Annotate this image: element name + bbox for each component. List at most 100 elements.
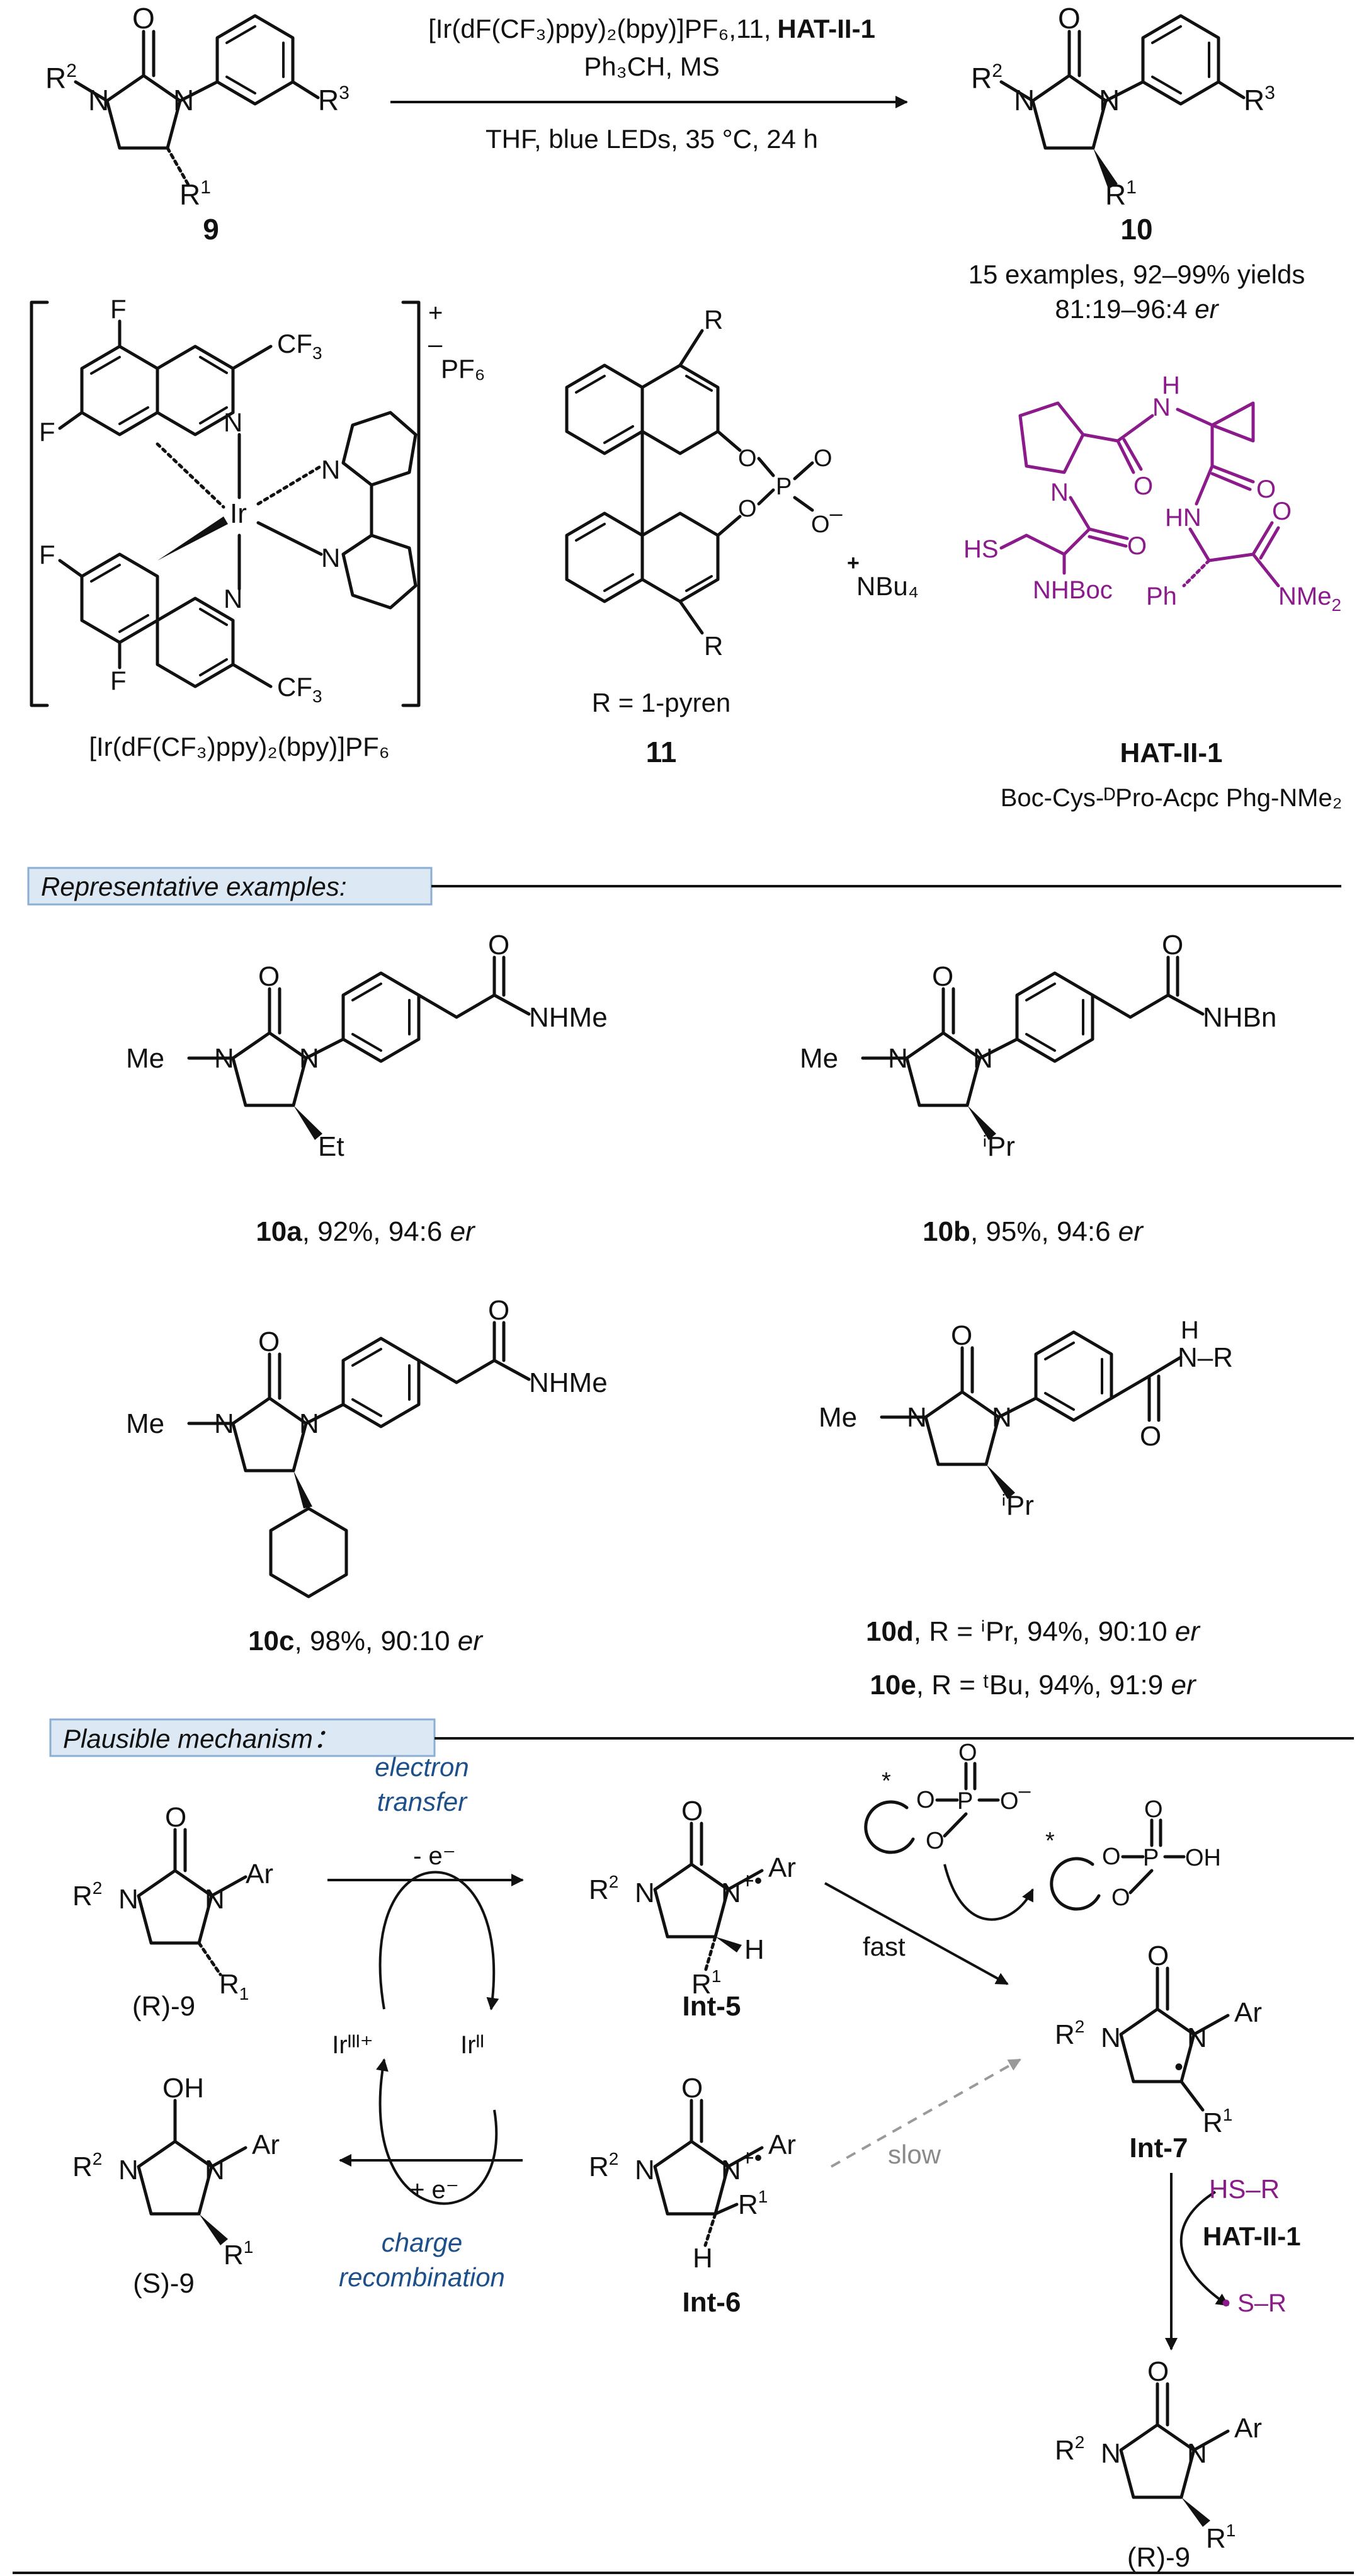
svg-text:O: O <box>1133 472 1153 500</box>
svg-text:R2: R2 <box>72 1878 102 1912</box>
svg-text:CF3: CF3 <box>277 329 322 363</box>
svg-text:O: O <box>258 1326 280 1357</box>
fast-arrow <box>824 1882 1009 1985</box>
example-10b-caption: 10b, 95%, 94:6 er <box>923 1216 1144 1247</box>
svg-text:N+•: N+• <box>721 2145 762 2186</box>
cpa-label: 11 <box>646 736 677 768</box>
slow-arrow <box>831 2058 1021 2168</box>
hs-r-label: HS–R <box>1209 2174 1280 2204</box>
example-10d-structure: O H O Me N N N–R ⁱPr <box>819 1316 1233 1521</box>
hat-peptide: O N H O HN O NMe2 Ph N O NHBoc HS <box>963 372 1341 615</box>
r1-label: R1 <box>179 177 211 211</box>
svg-text:F: F <box>39 417 55 447</box>
svg-text:N: N <box>635 1878 655 1908</box>
svg-text:O: O <box>681 1796 703 1827</box>
s-r-radical: • S–R <box>1222 2289 1287 2317</box>
svg-text:H: H <box>1162 372 1180 399</box>
hat-curve-arrow <box>1179 2191 1229 2306</box>
svg-text:HS: HS <box>963 535 999 563</box>
ir-charge: + <box>428 299 443 327</box>
mech-r9-structure: O R2 N N Ar R1 <box>72 1802 273 2003</box>
svg-text:N: N <box>321 543 340 573</box>
svg-text:O: O <box>1147 1941 1169 1971</box>
svg-text:F: F <box>39 540 55 569</box>
svg-text:O: O <box>932 961 953 992</box>
svg-text:Me: Me <box>126 1408 164 1439</box>
examples-header: Representative examples: <box>41 872 347 901</box>
svg-text:Me: Me <box>819 1402 857 1433</box>
mechanism-header: Plausible mechanism： <box>63 1724 339 1753</box>
svg-text:O: O <box>1144 1796 1163 1823</box>
hat-sequence: Boc-Cys-ᴰPro-Acpc Phg-NMe₂ <box>1001 784 1343 812</box>
svg-text:R2: R2 <box>1055 2017 1084 2050</box>
cpa-r-def: R = 1-pyren <box>592 688 731 717</box>
example-10d-caption: 10d, R = ⁱPr, 94%, 90:10 er <box>866 1616 1201 1647</box>
int6-label: Int-6 <box>683 2287 741 2318</box>
int5-label: Int-5 <box>683 1991 741 2022</box>
iridium-catalyst: + – PF₆ F F CF3 N F F CF3 N Ir <box>30 294 486 707</box>
svg-text:O–: O– <box>811 500 843 538</box>
examples-header-box <box>27 867 433 906</box>
mech-start-label: (R)-9 <box>132 1991 195 2022</box>
conditions-line2: Ph₃CH, MS <box>584 52 719 81</box>
n-label: N <box>88 84 109 117</box>
svg-text:N: N <box>299 1408 319 1439</box>
svg-text:N: N <box>321 455 340 484</box>
example-10b-structure: O O Me N N NHBn ⁱPr <box>800 930 1276 1162</box>
svg-text:O: O <box>165 1802 186 1833</box>
svg-text:O: O <box>258 961 280 992</box>
svg-text:OH: OH <box>162 2073 204 2104</box>
phosphate-11: R R O O P O O– + NBu₄ <box>565 305 919 661</box>
svg-text:R3: R3 <box>1244 83 1275 117</box>
example-10e-caption: 10e, R = ᵗBu, 94%, 91:9 er <box>870 1670 1197 1701</box>
hat-step-label: HAT-II-1 <box>1203 2221 1301 2251</box>
svg-text:NHMe: NHMe <box>529 1002 608 1033</box>
svg-text:N: N <box>973 1043 993 1074</box>
svg-text:R1: R1 <box>738 2187 768 2220</box>
svg-text:R1: R1 <box>691 1966 721 2000</box>
svg-text:N+•: N+• <box>721 1867 762 1908</box>
example-10a-caption: 10a, 92%, 94:6 er <box>256 1216 476 1247</box>
ir-cycle-lower <box>376 2058 498 2205</box>
plus-e-label: + e⁻ <box>410 2176 459 2204</box>
cpa-cation: NBu₄ <box>856 571 919 601</box>
ir-atom: Ir <box>230 498 247 529</box>
mech-int5-structure: O R2 N N+• Ar H R1 <box>589 1796 796 2000</box>
svg-text:N: N <box>635 2155 655 2186</box>
product-10: O R2 N N R3 R1 <box>971 2 1275 211</box>
int7-label: Int-7 <box>1130 2133 1188 2163</box>
svg-text:O: O <box>488 930 509 960</box>
svg-text:N: N <box>1152 394 1171 421</box>
svg-text:N: N <box>214 1408 234 1439</box>
svg-text:N: N <box>1187 2022 1207 2053</box>
svg-text:O: O <box>926 1828 945 1854</box>
svg-text:*: * <box>1045 1828 1055 1854</box>
electron-transfer-1: electron <box>375 1752 469 1782</box>
svg-text:•: • <box>1174 2053 1183 2081</box>
svg-text:*: * <box>882 1768 891 1794</box>
charge-recomb-2: recombination <box>339 2262 505 2292</box>
svg-text:R: R <box>704 305 723 334</box>
svg-text:ⁱPr: ⁱPr <box>982 1131 1015 1162</box>
svg-text:H: H <box>744 1934 764 1965</box>
svg-text:O: O <box>916 1787 935 1813</box>
svg-text:R1: R1 <box>1203 2105 1232 2138</box>
substrate-9: O R2 N N R3 R1 <box>45 2 349 211</box>
svg-text:Me: Me <box>126 1043 164 1074</box>
cpa-cartoon-acid: * O P O OH O <box>1045 1796 1221 1911</box>
svg-text:O: O <box>1140 1421 1161 1452</box>
svg-text:O: O <box>814 445 832 472</box>
svg-text:ⁱPr: ⁱPr <box>1001 1490 1034 1521</box>
conditions-line1: [Ir(dF(CF₃)ppy)₂(bpy)]PF₆,11,HAT-II-1 <box>428 14 875 43</box>
svg-text:N: N <box>1187 2438 1207 2469</box>
substrate-label: 9 <box>203 213 219 246</box>
hat-label: HAT-II-1 <box>1120 738 1223 768</box>
svg-text:R1: R1 <box>1206 2521 1236 2554</box>
mech-end-label: (R)-9 <box>1127 2542 1190 2573</box>
svg-text:Ar: Ar <box>246 1859 273 1889</box>
svg-text:HN: HN <box>1165 504 1201 532</box>
svg-text:R1: R1 <box>1105 177 1137 211</box>
svg-text:O: O <box>1147 2356 1169 2387</box>
svg-text:N: N <box>214 1043 234 1074</box>
